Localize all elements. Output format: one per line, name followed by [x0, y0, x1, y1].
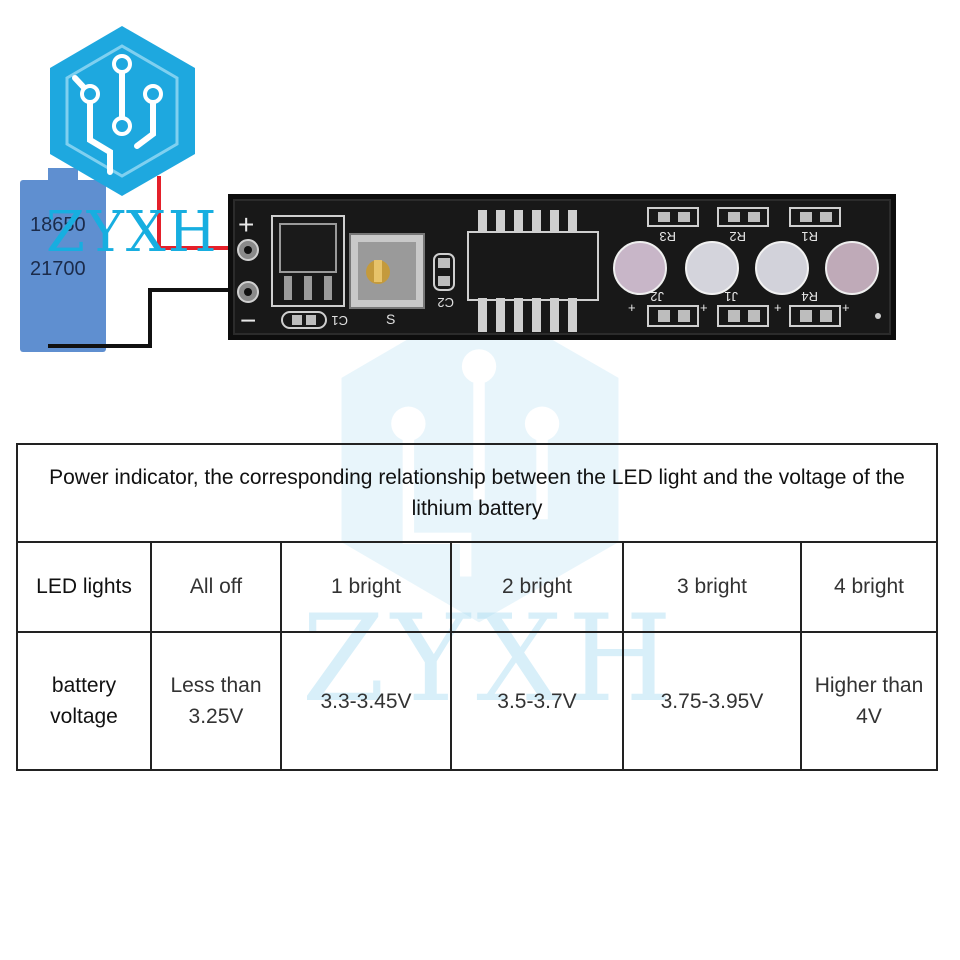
table-cell: 2 bright: [450, 541, 624, 633]
wire-positive-horizontal: [157, 246, 247, 250]
wire-negative: [148, 288, 248, 292]
pcb-board: + − C1 S C2: [228, 194, 896, 340]
pcb-label-c1: C1: [331, 313, 348, 328]
brand-logo-text: ZYXH: [46, 200, 219, 265]
brand-logo-icon: [50, 26, 195, 196]
table-cell: 3.75-3.95V: [622, 631, 802, 771]
table-cell: 3 bright: [622, 541, 802, 633]
pcb-plus-label: +: [238, 209, 254, 240]
battery-cap: [48, 168, 78, 182]
table-cell: 3.3-3.45V: [280, 631, 452, 771]
pcb-label-r4: R4: [801, 289, 818, 304]
pcb-label-s: S: [386, 311, 395, 327]
table-cell: All off: [150, 541, 282, 633]
pcb-label-c2: C2: [437, 295, 454, 310]
voltage-table: Power indicator, the corresponding relat…: [16, 443, 938, 771]
pcb-led-plus-4: +: [842, 300, 850, 315]
battery-label-18650: 18650: [30, 214, 86, 236]
table-title: Power indicator, the corresponding relat…: [16, 443, 938, 543]
table-row-voltage: battery voltage Less than 3.25V 3.3-3.45…: [16, 631, 938, 771]
table-title-row: Power indicator, the corresponding relat…: [16, 443, 938, 543]
pcb-led-plus-3: +: [774, 300, 782, 315]
pcb-label-r3: R3: [659, 229, 676, 244]
pcb-minus-label: −: [240, 305, 256, 336]
wire-positive: [157, 176, 161, 250]
pcb-led-plus-1: +: [628, 300, 636, 315]
table-cell: Less than 3.25V: [150, 631, 282, 771]
pcb-led-plus-2: +: [700, 300, 708, 315]
pcb-label-r1: R1: [801, 229, 818, 244]
pcb-label-r2: R2: [729, 229, 746, 244]
wire-negative-bottom: [48, 344, 152, 348]
table-cell: 4 bright: [800, 541, 938, 633]
row-header-led: LED lights: [16, 541, 152, 633]
table-cell: 3.5-3.7V: [450, 631, 624, 771]
row-header-voltage: battery voltage: [16, 631, 152, 771]
battery-cell: [20, 180, 106, 352]
battery-label-21700: 21700: [30, 258, 86, 280]
table-cell: 1 bright: [280, 541, 452, 633]
table-cell: Higher than 4V: [800, 631, 938, 771]
pcb-label-j2: J2: [650, 289, 664, 304]
wire-negative-vertical: [148, 288, 152, 348]
pcb-label-j1: J1: [724, 289, 738, 304]
table-row-led: LED lights All off 1 bright 2 bright 3 b…: [16, 541, 938, 633]
